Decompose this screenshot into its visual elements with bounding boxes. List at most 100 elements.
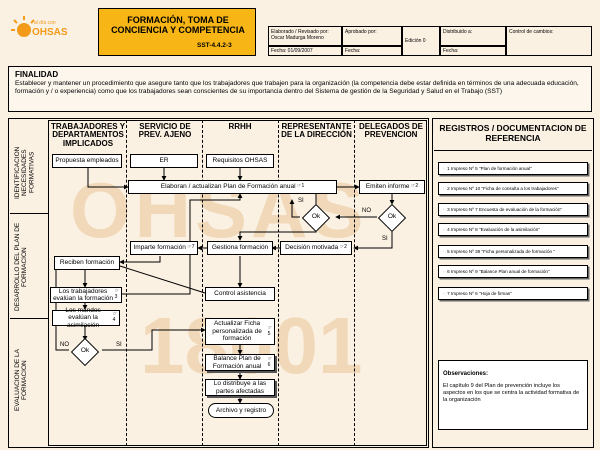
decision-ok3[interactable]: Ok: [70, 337, 100, 367]
observaciones-box: Observaciones: El capítulo 9 del Plan de…: [438, 360, 588, 430]
label-si-2: SI: [382, 236, 388, 242]
registro-item-1[interactable]: ☞1 Impreso Nº 5 "Plan de formación anual…: [438, 162, 588, 175]
label-si-3: SI: [116, 342, 122, 348]
observaciones-title: Observaciones:: [443, 371, 489, 377]
fecha3: Fecha:: [443, 48, 459, 54]
actualizar-ref: ☞5: [266, 324, 273, 337]
doc-code: SST-4.4.2-3: [197, 42, 232, 49]
header-title-box: FORMACIÓN, TOMA DE CONCIENCIA Y COMPETEN…: [98, 8, 256, 56]
finalidad-title: FINALIDAD: [15, 70, 59, 79]
box-evaluan-mandos[interactable]: Los mandos evalúan la asimilación ☞4: [52, 307, 120, 329]
logo-text: OHSAS: [32, 27, 68, 38]
box-imparte-formacion[interactable]: Imparte formación ☞7: [130, 241, 198, 255]
fecha1-cell: Fecha: 01/09/2007: [268, 46, 342, 56]
ok1-label: Ok: [311, 213, 321, 220]
reg-icon-3: ☞: [443, 206, 448, 212]
label-si-1: SI: [298, 198, 304, 204]
reg-icon-2: ☞: [443, 185, 448, 191]
col-delegados: DELEGADOS DE PREVENCION: [358, 122, 423, 140]
edicion-cell: Edición 0: [402, 26, 440, 56]
elaborado-cell: Elaborado / Revisado por: Oscar Madurga …: [268, 26, 342, 46]
col-rrhh: RRHH: [228, 122, 252, 131]
registro-item-6[interactable]: ☞6 Impreso Nº 9 "Balance Plan anual de f…: [438, 265, 588, 278]
registro-item-3[interactable]: ☞3 Impreso Nº 7 Encuesta de evaluación d…: [438, 203, 588, 216]
box-propuesta-empleados[interactable]: Propuesta empleados: [52, 154, 122, 168]
col-servicio-prev: SERVICIO DE PREV. AJENO: [138, 122, 192, 140]
observaciones-text: El capítulo 9 del Plan de prevención inc…: [443, 383, 580, 403]
phase-divider-2: [10, 318, 48, 319]
flow-inner-frame: [48, 120, 427, 446]
watermark-18001: 18001: [140, 301, 363, 390]
reg-icon-7: ☞: [443, 290, 448, 296]
reg-icon-1: ☞: [443, 165, 448, 171]
box-balance-plan[interactable]: Balance Plan de Formación anual ☞6: [205, 354, 275, 371]
box-emiten-informe[interactable]: Emiten informe ☞2: [359, 180, 425, 194]
elaboran-text: Elaboran / actualizan Plan de Formación …: [160, 183, 296, 191]
col-divider-3: [278, 120, 279, 446]
col-divider-1: [126, 120, 127, 446]
logo-sun-icon: [11, 16, 35, 37]
box-archivo-registro[interactable]: Archivo y registro: [208, 403, 274, 418]
registro-item-4[interactable]: ☞4 Impreso Nº 8 "Evaluación de la asimil…: [438, 223, 588, 236]
aprobado-label: Aprobado por:: [345, 29, 377, 35]
registros-panel: [432, 118, 594, 448]
label-no-1: NO: [362, 208, 371, 214]
emiten-text: Emiten informe: [365, 183, 410, 191]
col-divider-2: [202, 120, 203, 446]
registros-divider: [434, 150, 592, 151]
registro-item-2[interactable]: ☞2 Impreso Nº 10 "Ficha de consulta a lo…: [438, 182, 588, 195]
col-representante: REPRESENTANTE DE LA DIRECCIÓN: [281, 122, 352, 140]
evaluan-trab-ref: ☞3: [113, 288, 120, 300]
box-er[interactable]: ER: [130, 154, 198, 168]
col-trabajadores: TRABAJADORES Y DEPARTAMENTOS IMPLICADOS: [50, 122, 126, 148]
decision-ok1[interactable]: Ok: [301, 203, 331, 233]
page-title: FORMACIÓN, TOMA DE CONCIENCIA Y COMPETEN…: [111, 15, 245, 36]
registros-title: REGISTROS / DOCUMENTACION DE REFERENCIA: [439, 123, 587, 144]
logo: al día con OHSAS: [10, 8, 70, 56]
ok3-label: Ok: [80, 347, 90, 354]
aprobado-cell: Aprobado por:: [342, 26, 402, 46]
decision-ok2[interactable]: Ok: [377, 203, 407, 233]
elaboran-ref: ☞1: [295, 183, 305, 190]
logo-tagline: al día con: [34, 20, 56, 26]
box-evaluan-trabajadores[interactable]: Los trabajadores evalúan la formación ☞3: [50, 287, 122, 303]
elaborado-label: Elaborado / Revisado por:: [271, 29, 329, 35]
edicion-label: Edición 0: [405, 38, 426, 44]
distribuido-label: Distribuido a:: [443, 29, 473, 35]
box-distribuye[interactable]: Lo distribuye a las partes afectadas: [205, 379, 275, 396]
fecha2: Fecha:: [345, 48, 361, 54]
fecha3-cell: Fecha:: [440, 46, 506, 56]
finalidad-box: FINALIDAD Establecer y mantener un proce…: [8, 66, 592, 112]
reg-icon-6: ☞: [443, 268, 448, 274]
registro-item-5[interactable]: ☞5 Impreso Nº 39 "Ficha personalizada de…: [438, 245, 588, 258]
control-label: Control de cambios:: [509, 29, 554, 35]
fecha1: Fecha: 01/09/2007: [271, 48, 313, 54]
flow-frame: [8, 118, 429, 448]
evaluan-mandos-ref: ☞4: [111, 311, 118, 323]
emiten-ref: ☞2: [409, 183, 419, 190]
elaborado-value: Oscar Madurga Moreno: [271, 35, 324, 41]
balance-ref: ☞6: [266, 355, 273, 368]
box-elaboran-plan[interactable]: Elaboran / actualizan Plan de Formación …: [128, 180, 337, 194]
box-requisitos-ohsas[interactable]: Requisitos OHSAS: [206, 154, 274, 168]
fecha2-cell: Fecha:: [342, 46, 402, 56]
box-reciben-formacion[interactable]: Reciben formación: [54, 256, 120, 270]
decision-ref: ☞2: [338, 244, 347, 251]
col-divider-4: [354, 120, 355, 446]
box-actualizar-ficha[interactable]: Actualizar Ficha personalizada de formac…: [205, 318, 275, 345]
box-decision-motivada[interactable]: Decisión motivada ☞2: [280, 241, 352, 255]
ok2-label: Ok: [387, 213, 397, 220]
box-control-asistencia[interactable]: Control asistencia: [205, 287, 275, 301]
finalidad-text: Establecer y mantener un procedimiento q…: [15, 80, 579, 96]
phase-divider-1: [10, 213, 48, 214]
distribuido-cell: Distribuido a:: [440, 26, 506, 46]
box-gestiona-formacion[interactable]: Gestiona formación: [207, 241, 273, 255]
control-cell: Control de cambios:: [506, 26, 592, 56]
imparte-ref: ☞7: [185, 244, 195, 251]
reg-icon-5: ☞: [443, 248, 448, 254]
registro-item-7[interactable]: ☞7 Impreso Nº 6 "Hoja de firmas": [438, 287, 588, 300]
label-no-3: NO: [60, 342, 69, 348]
reg-icon-4: ☞: [443, 226, 448, 232]
